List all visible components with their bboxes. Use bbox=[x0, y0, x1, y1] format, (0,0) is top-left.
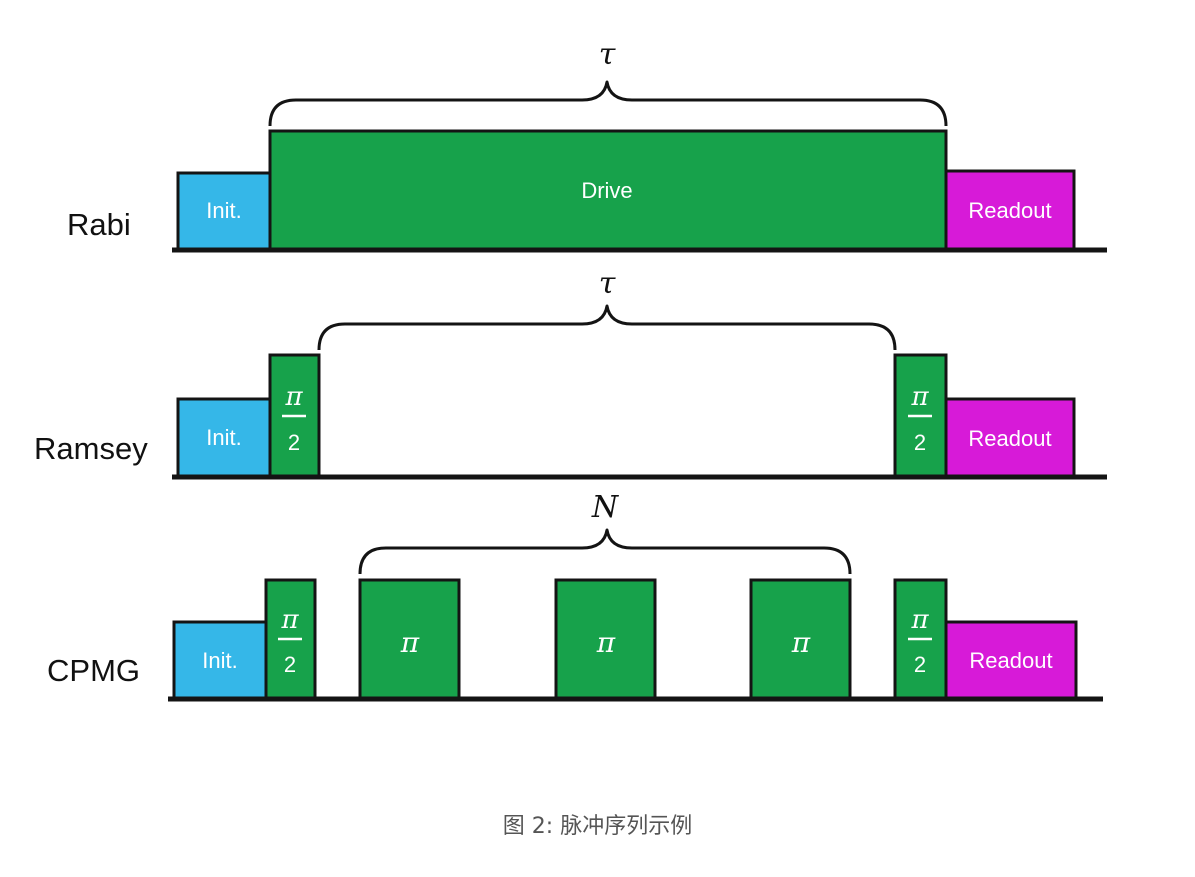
rabi-label: Rabi bbox=[67, 207, 131, 242]
cpmg-readout-label: Readout bbox=[969, 648, 1052, 673]
cpmg-half-pi-1-numerator: π bbox=[280, 605, 299, 635]
cpmg-init-label: Init. bbox=[202, 648, 237, 673]
ramsey-half-pi-1-denominator: 2 bbox=[288, 430, 300, 455]
cpmg-half-pi-2-denominator: 2 bbox=[914, 652, 926, 677]
ramsey-half-pi-2-numerator: π bbox=[910, 382, 929, 412]
rabi-drive-pulse bbox=[268, 129, 948, 251]
rabi-row: Rabi τ Init. Drive Readout bbox=[67, 37, 1107, 253]
rabi-init-pulse bbox=[176, 171, 272, 251]
rabi-drive-label: Drive bbox=[581, 178, 632, 203]
cpmg-brace-label: N bbox=[591, 490, 620, 525]
rabi-readout-label: Readout bbox=[968, 198, 1051, 223]
ramsey-init-label: Init. bbox=[206, 425, 241, 450]
ramsey-readout-pulse bbox=[944, 397, 1076, 478]
rabi-init-label: Init. bbox=[206, 198, 241, 223]
cpmg-half-pi-2-numerator: π bbox=[910, 605, 929, 635]
cpmg-pi-pulse-2 bbox=[554, 578, 657, 700]
cpmg-pi-pulse-3 bbox=[749, 578, 852, 700]
cpmg-half-pi-1-denominator: 2 bbox=[284, 652, 296, 677]
ramsey-brace bbox=[317, 304, 897, 351]
ramsey-brace-label: τ bbox=[599, 266, 616, 301]
rabi-brace bbox=[268, 80, 948, 127]
ramsey-half-pi-2-denominator: 2 bbox=[914, 430, 926, 455]
cpmg-label: CPMG bbox=[47, 653, 140, 688]
pulse-diagram-svg: Rabi τ Init. Drive Readout Ramsey τ Init… bbox=[34, 37, 1107, 702]
ramsey-half-pi-1-numerator: π bbox=[284, 382, 303, 412]
rabi-brace-label: τ bbox=[599, 37, 616, 72]
cpmg-pi-pulse-1 bbox=[358, 578, 461, 700]
figure-caption: 图 2: 脉冲序列示例 bbox=[502, 814, 693, 839]
cpmg-pi-1-label: π bbox=[400, 626, 420, 659]
cpmg-row: CPMG N Init. π 2 π π π π 2 Readout bbox=[47, 490, 1103, 702]
cpmg-pi-3-label: π bbox=[791, 626, 811, 659]
cpmg-pi-2-label: π bbox=[596, 626, 616, 659]
ramsey-row: Ramsey τ Init. π 2 π 2 Readout bbox=[34, 266, 1107, 480]
ramsey-readout-label: Readout bbox=[968, 426, 1051, 451]
cpmg-brace bbox=[358, 528, 852, 575]
cpmg-readout-pulse bbox=[944, 620, 1078, 700]
ramsey-label: Ramsey bbox=[34, 431, 148, 466]
